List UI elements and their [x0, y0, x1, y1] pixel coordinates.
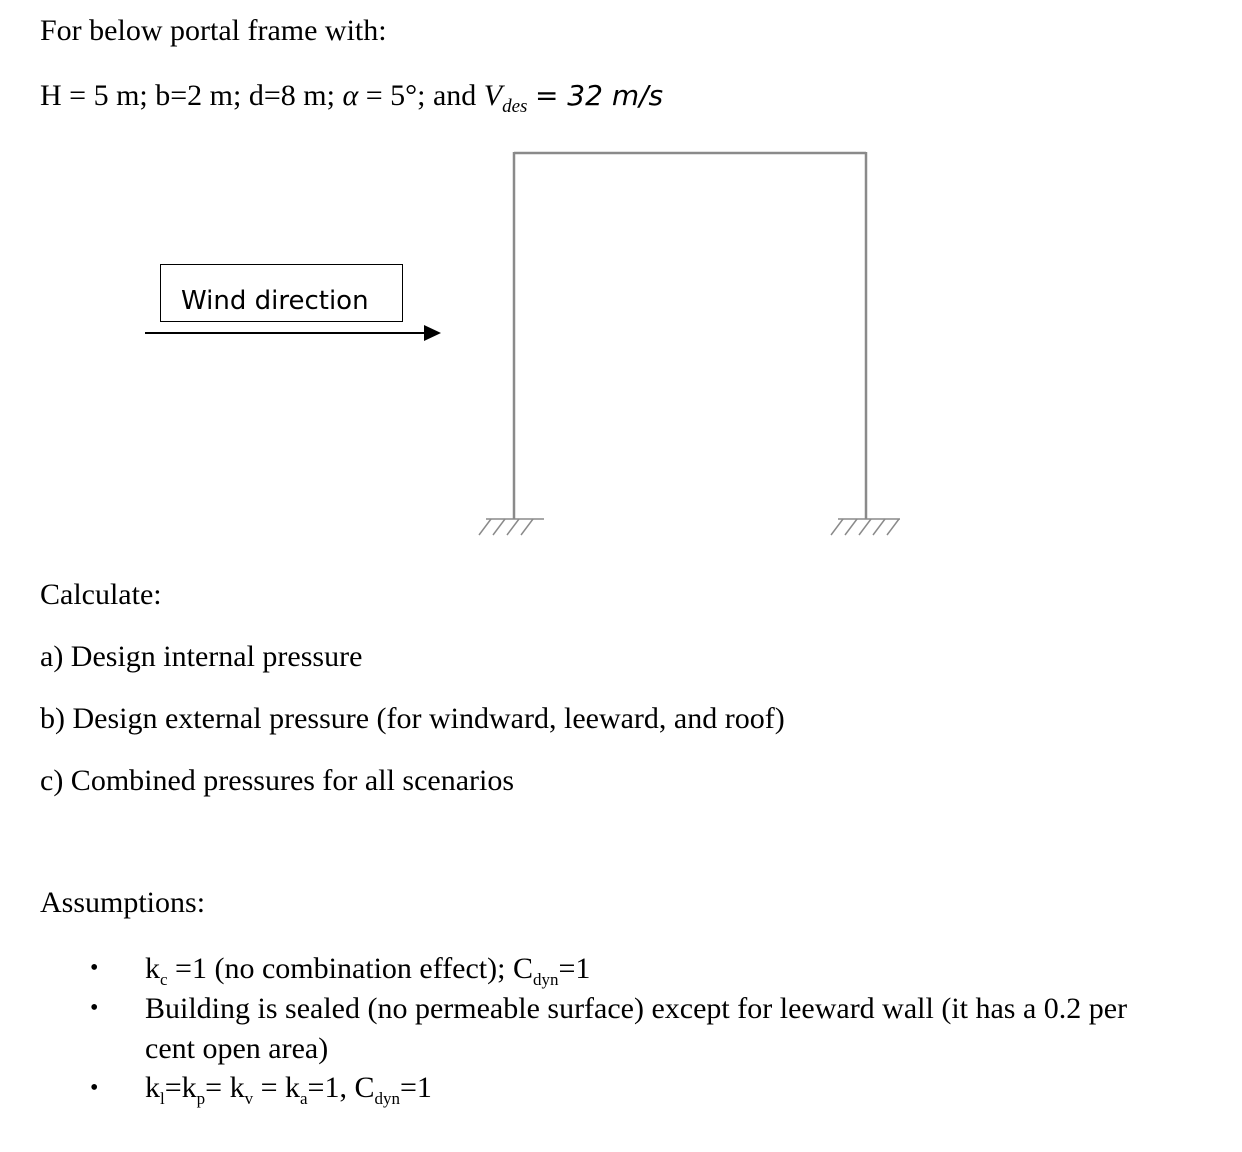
- a3-a-sub: a: [300, 1089, 308, 1108]
- intro-text: For below portal frame with:: [40, 14, 387, 47]
- a3-dyn-sub: dyn: [374, 1089, 400, 1108]
- param-alpha-symbol: α: [342, 79, 359, 112]
- param-v-symbol: V: [483, 79, 503, 112]
- calculate-heading: Calculate:: [40, 578, 162, 611]
- param-v-subscript: des: [502, 96, 528, 117]
- param-b: b=2 m;: [155, 79, 242, 112]
- parameters-line: H = 5 m; b=2 m; d=8 m; α = 5°; and Vdes …: [40, 79, 663, 118]
- a1-k-sub: c: [160, 970, 168, 989]
- assumption-1: kc =1 (no combination effect); Cdyn=1: [145, 952, 590, 990]
- a3-eq1: =k: [164, 1071, 197, 1104]
- assumptions-heading: Assumptions:: [40, 886, 206, 919]
- assumption-2-line-1: Building is sealed (no permeable surface…: [145, 992, 1128, 1025]
- wind-direction-label: Wind direction: [181, 286, 369, 316]
- param-alpha-value: = 5°; and: [365, 79, 477, 112]
- a3-eq2: = k: [205, 1071, 245, 1104]
- assumption-2-line-2: cent open area): [145, 1032, 329, 1065]
- wind-arrow-icon: [145, 325, 441, 341]
- param-H: H = 5 m;: [40, 79, 148, 112]
- bullet-1: •: [90, 955, 99, 981]
- right-fixed-support: [830, 518, 900, 536]
- task-a: a) Design internal pressure: [40, 640, 363, 673]
- a1-end: =1: [558, 952, 591, 985]
- a3-l-sub: l: [160, 1089, 165, 1108]
- bullet-3: •: [90, 1075, 99, 1101]
- a1-cdyn-sub: dyn: [532, 970, 559, 989]
- a3-v-sub: v: [244, 1089, 254, 1108]
- a1-k: k: [145, 952, 160, 985]
- a3-p-sub: p: [196, 1089, 206, 1108]
- task-b: b) Design external pressure (for windwar…: [40, 702, 785, 735]
- wind-direction-box: [160, 264, 403, 322]
- param-v-value: = 32 m/s: [534, 79, 664, 112]
- left-fixed-support: [478, 518, 544, 536]
- a3-eq5: =1: [399, 1071, 432, 1104]
- assumption-3: kl=kp= kv = ka=1, Cdyn=1: [145, 1071, 432, 1109]
- bullet-2: •: [90, 995, 99, 1021]
- a3-k: k: [145, 1071, 160, 1104]
- portal-frame: [512, 151, 868, 519]
- a1-mid: =1 (no combination effect); C: [167, 952, 533, 985]
- a3-eq4: =1, C: [307, 1071, 375, 1104]
- task-c: c) Combined pressures for all scenarios: [40, 764, 515, 797]
- a3-eq3: = k: [253, 1071, 300, 1104]
- param-d: d=8 m;: [248, 79, 335, 112]
